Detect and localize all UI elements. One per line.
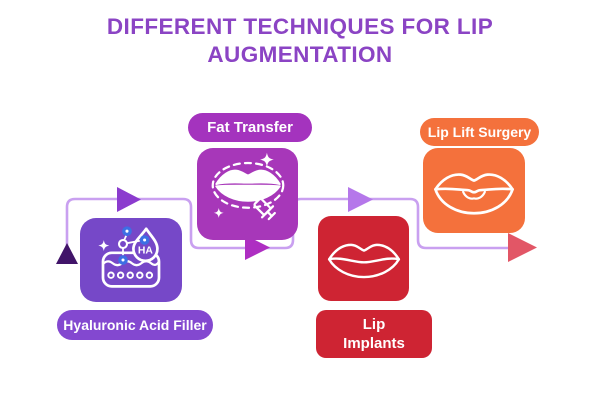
- step-label-hyaluronic-acid-filler: Hyaluronic Acid Filler: [57, 310, 213, 340]
- svg-text:HA: HA: [138, 246, 154, 257]
- step-label-lip-lift-surgery: Lip Lift Surgery: [420, 118, 539, 146]
- lips-syringe-icon: [211, 152, 284, 221]
- step-label-fat-transfer: Fat Transfer: [188, 113, 312, 142]
- ha-filler-icon: HA: [98, 226, 161, 288]
- lips-icon: [327, 243, 400, 279]
- step-label-lip-implants: Lip Implants: [316, 310, 432, 358]
- step-box-fat-transfer: [197, 148, 298, 240]
- flow-arrow-3-icon: [348, 187, 373, 212]
- step-box-hyaluronic-acid-filler: HA: [80, 218, 182, 302]
- flow-end-arrow-icon: [508, 233, 537, 262]
- start-up-arrow-icon: [56, 243, 78, 264]
- page-title: DIFFERENT TECHNIQUES FOR LIP AUGMENTATION: [0, 13, 600, 69]
- step-box-lip-implants: [318, 216, 409, 301]
- step-box-lip-lift-surgery: [423, 148, 525, 233]
- flow-arrow-2-icon: [245, 235, 270, 260]
- title-line-1: DIFFERENT TECHNIQUES FOR LIP: [106, 14, 494, 39]
- title-line-2: AUGMENTATION: [207, 42, 393, 67]
- full-lips-icon: [434, 172, 514, 215]
- flow-line: [65, 197, 512, 252]
- flow-arrow-1-icon: [117, 187, 141, 212]
